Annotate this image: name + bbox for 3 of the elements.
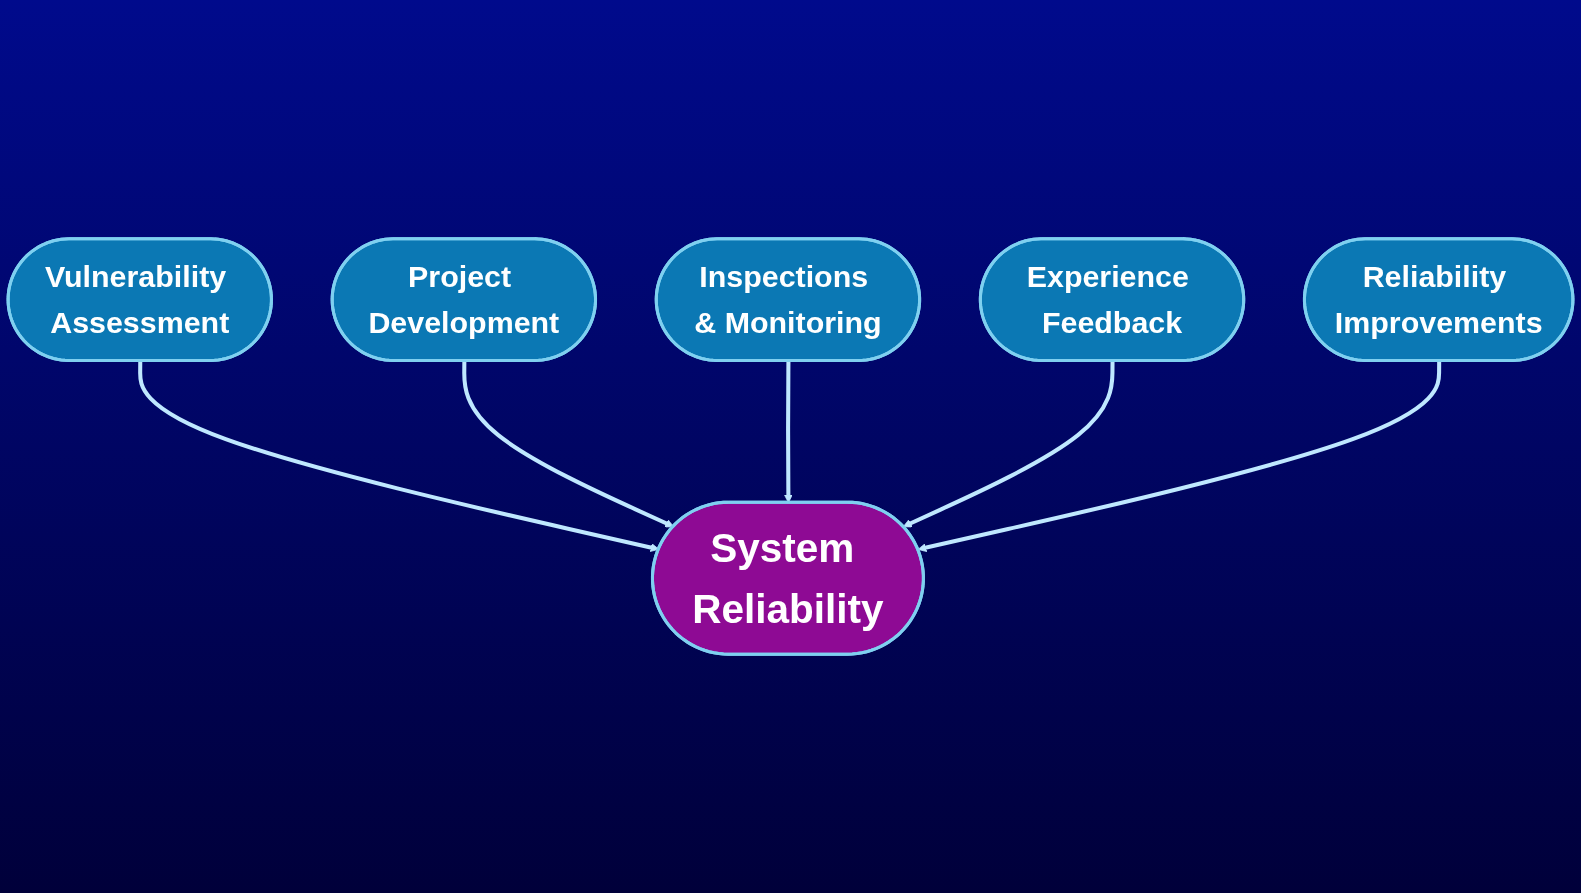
arrow [462, 360, 675, 528]
arrow [902, 360, 1115, 528]
arrow [917, 360, 1442, 552]
